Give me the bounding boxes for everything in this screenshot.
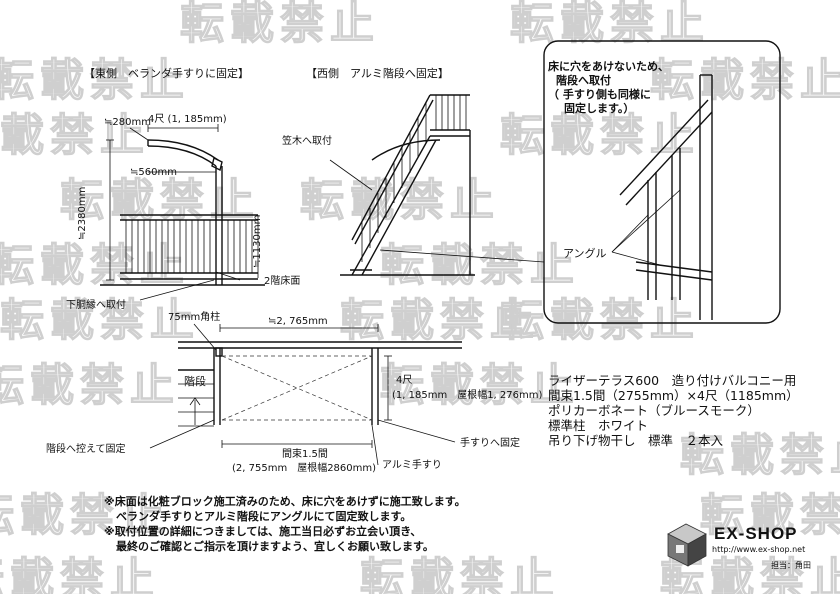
post-label: 75mm角柱 [168,312,221,323]
watermark-text: 転載禁止 [180,0,380,49]
watermark-text: 転載禁止 [0,240,190,291]
dim-4shaku: 4尺 (1, 185mm) [148,114,227,125]
angle-label: アングル [563,247,607,260]
angle-detail-callout [379,40,781,324]
note-line: ベランダ手すりとアルミ階段にアングルにて固定致します。 [116,510,412,523]
callout-line: 固定します。） [564,102,635,115]
alu-rail-label: アルミ手すり [382,460,442,471]
dim-280: ≒280mm [104,117,151,128]
watermark-text: 転載禁止 [360,554,560,594]
dim-560: ≒560mm [130,167,177,178]
box-logo-icon [667,523,707,567]
brand-url: http://www.ex-shop.net [712,545,806,554]
stairs-fix-label: 階段へ控えて固定 [46,444,126,455]
east-elevation-drawing [100,124,265,301]
watermark-text: 転載禁止 [650,55,840,106]
west-elevation-drawing [329,94,475,276]
watermark-text: 転載禁止 [680,430,840,481]
note-line: ※取付位置の詳細につきましては、施工当日必ずお立会い頂き、 [104,525,422,538]
dim-1130: ≒1130mm [252,214,263,268]
watermark-text: 転載禁止 [380,240,580,291]
floor-2f-label: 2階床面 [264,276,301,287]
notes-block: ※床面は化粧ブロック施工済みのため、床に穴をあけずに施工致します。 ベランダ手す… [104,494,466,554]
watermark-text: 転載禁止 [0,55,190,106]
watermark-text: 転載禁止 [0,490,170,541]
brand-logo-text: EX-SHOP [714,524,798,543]
product-spec: ライザーテラス600 造り付けバルコニー用 間束1.5間（2755mm）×4尺（… [548,373,799,448]
callout-line: （ 手すり側も同様に [548,88,651,101]
watermark-text: 転載禁止 [700,490,840,541]
watermark-text: 転載禁止 [340,295,540,346]
watermark-text: 転載禁止 [500,110,700,161]
lower-rail-label: 下胴縁へ取付 [66,300,126,311]
spec-line: ライザーテラス600 造り付けバルコニー用 [548,373,797,388]
baluster-group [125,220,253,273]
note-line: ※床面は化粧ブロック施工済みのため、床に穴をあけずに施工致します。 [104,495,466,508]
staff-label: 担当：角田 [771,561,811,570]
dim-2380: ≒2380mm [77,186,88,240]
kasagi-label: 笠木へ取付 [282,136,332,147]
watermark-text: 転載禁止 [500,295,700,346]
depth-detail-label: (1, 185mm 屋根幅1, 276mm) [392,390,543,401]
plan-view-drawing [149,323,462,466]
west-section-title: 【西側 アルミ階段へ固定】 [306,67,449,80]
depth-label: 4尺 [396,375,413,386]
frontage-label: 間束1.5間 [282,449,328,460]
watermark-text: 転載禁止 [0,554,160,594]
rail-fix-label: 手すりへ固定 [460,438,520,449]
spec-line: 間束1.5間（2755mm）×4尺（1185mm） [548,388,799,403]
spec-line: 吊り下げ物干し 標準 ２本入 [548,433,724,448]
spec-line: ポリカーボネート（ブルースモーク） [548,403,760,418]
stairs-label: 階段 [184,375,206,388]
watermark-text: 転載禁止 [0,360,180,411]
callout-line: 階段へ取付 [556,74,611,87]
width-dim-label: ≒2, 765mm [268,316,328,327]
watermark-text: 転載禁止 [0,295,200,346]
callout-line: 床に穴をあけないため、 [548,60,669,73]
watermark-text: 転載禁止 [380,360,580,411]
watermark-text: 転載禁止 [300,175,500,226]
note-line: 最終のご確認とご指示を頂けますよう、宜しくお願い致します。 [116,540,434,553]
callout-text: 床に穴をあけないため、 階段へ取付 （ 手すり側も同様に 固定します。） [548,60,669,116]
watermark-text: 転載禁止 [0,110,150,161]
frontage-detail-label: (2, 755mm 屋根幅2860mm) [232,463,377,474]
spec-line: 標準柱 ホワイト [548,418,649,433]
east-section-title: 【東側 ベランダ手すりに固定】 [84,67,249,80]
